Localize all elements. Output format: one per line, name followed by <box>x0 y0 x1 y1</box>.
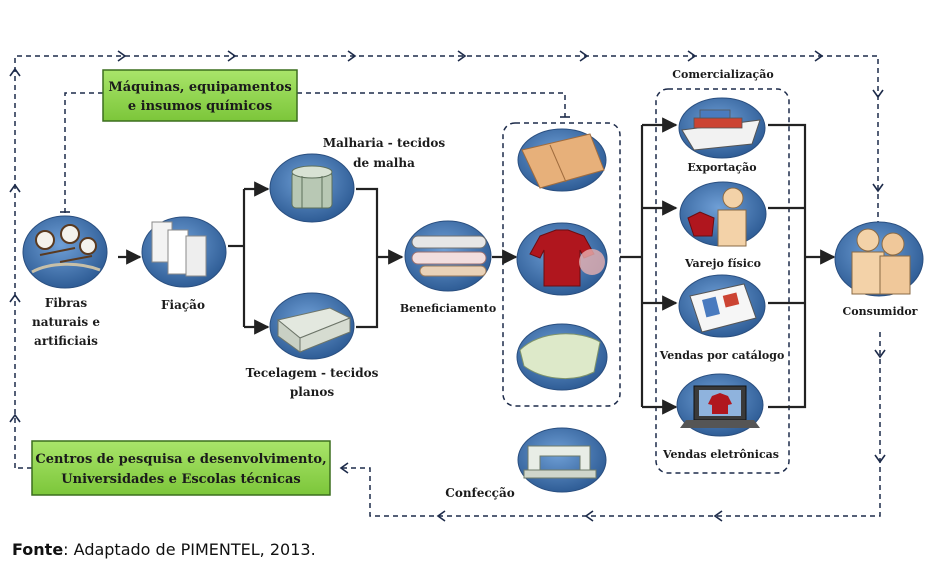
weaving-loom-icon <box>276 307 352 353</box>
channel-varejo: Varejo físico <box>679 181 767 270</box>
label-varejo: Varejo físico <box>684 257 761 270</box>
label-fiacao: Fiação <box>161 298 205 312</box>
solid-flow-lines <box>118 117 836 415</box>
shopkeeper-icon <box>687 187 747 247</box>
fabric-icon <box>521 133 605 189</box>
sewing-machine-icon <box>523 445 597 479</box>
label-malharia-1: Malharia - tecidos <box>323 136 446 150</box>
green-box-maquinas: Máquinas, equipamentos e insumos químico… <box>102 69 298 122</box>
centros-line-2: Universidades e Escolas técnicas <box>61 472 300 487</box>
node-consumidor: Consumidor <box>834 221 924 318</box>
ship-icon <box>681 109 761 151</box>
cotton-icon <box>31 224 101 274</box>
maquinas-line-1: Máquinas, equipamentos <box>108 80 291 95</box>
node-fiacao: Fiação <box>141 216 227 312</box>
centros-line-1: Centros de pesquisa e desenvolvimento, <box>35 452 326 467</box>
channel-catalogo: Vendas por catálogo <box>659 274 785 362</box>
label-fibras-2: naturais e <box>32 315 100 329</box>
label-fibras-3: artificiais <box>34 334 98 348</box>
label-tecelagem-2: planos <box>290 385 334 399</box>
label-tecelagem-1: Tecelagem - tecidos <box>246 366 379 380</box>
node-fibras: Fibras naturais e artificiais <box>22 215 108 348</box>
label-eletronicas: Vendas eletrônicas <box>662 448 779 461</box>
rollers-icon <box>411 235 487 277</box>
channel-exportacao: Exportação <box>678 97 766 174</box>
people-icon <box>851 228 911 295</box>
node-beneficiamento: Beneficiamento <box>400 220 496 315</box>
dashed-arrowheads <box>9 50 886 522</box>
label-confeccao: Confecção <box>445 486 514 500</box>
laptop-icon <box>680 385 760 428</box>
label-catalogo: Vendas por catálogo <box>659 349 785 362</box>
folded-fabric-icon <box>519 333 601 379</box>
product-fabric <box>517 128 607 192</box>
source-label: Fonte <box>12 540 64 559</box>
green-box-centros: Centros de pesquisa e desenvolvimento, U… <box>31 440 331 496</box>
node-tecelagem: Tecelagem - tecidos planos <box>246 292 379 399</box>
catalog-icon <box>689 283 757 333</box>
product-folded-fabric <box>516 323 608 391</box>
label-fibras-1: Fibras <box>45 296 88 310</box>
node-confeccao: Confecção <box>445 427 607 500</box>
shirt-icon <box>529 229 595 287</box>
label-malharia-2: de malha <box>353 156 415 170</box>
knitting-machine-icon <box>291 165 333 209</box>
label-consumidor: Consumidor <box>843 305 918 318</box>
channel-eletronicas: Vendas eletrônicas <box>662 373 779 461</box>
label-exportacao: Exportação <box>687 161 756 174</box>
node-malharia: Malharia - tecidos de malha <box>269 136 446 223</box>
maquinas-line-2: e insumos químicos <box>128 99 272 114</box>
product-shirt <box>516 222 608 296</box>
yarn-cones-icon <box>151 221 207 277</box>
source-note: Fonte: Adaptado de PIMENTEL, 2013. <box>12 540 316 559</box>
label-comercializacao: Comercialização <box>672 68 773 81</box>
source-text: : Adaptado de PIMENTEL, 2013. <box>63 540 316 559</box>
label-beneficiamento: Beneficiamento <box>400 302 496 315</box>
